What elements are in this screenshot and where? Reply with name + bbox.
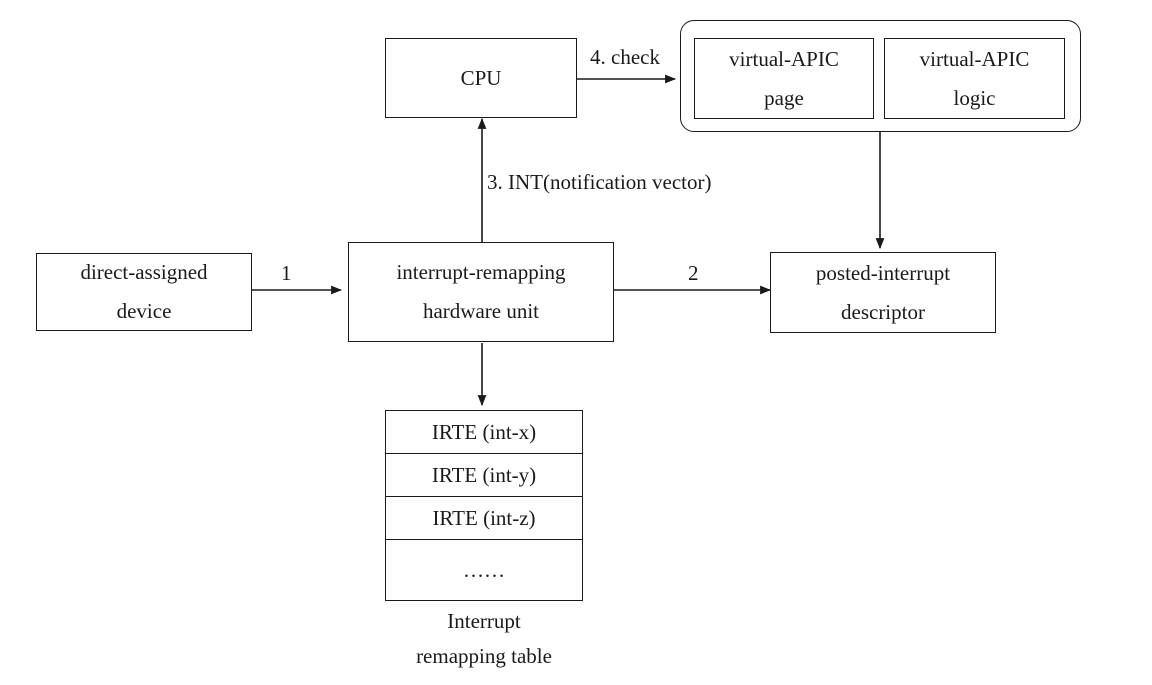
posted-interrupt-descriptor-box: posted-interrupt descriptor — [770, 252, 996, 333]
table-row: IRTE (int-x) — [386, 411, 582, 454]
descriptor-line-1: posted-interrupt — [815, 260, 951, 285]
step-3-label: 3. INT(notification vector) — [487, 170, 712, 194]
device-line-2: device — [116, 299, 172, 323]
step-2-label: 2 — [688, 261, 699, 285]
interrupt-remapping-unit-box: interrupt-remapping hardware unit — [348, 242, 614, 342]
cpu-box: CPU — [385, 38, 577, 118]
virtual-apic-logic-box: virtual-APIC logic — [884, 38, 1065, 119]
remap-unit-line-1: interrupt-remapping — [396, 260, 566, 284]
table-row-ellipsis: …… — [463, 557, 505, 582]
virtual-apic-logic-line-1: virtual-APIC — [919, 46, 1030, 71]
virtual-apic-logic-line-2: logic — [953, 85, 996, 110]
virtual-apic-page-line-2: page — [764, 85, 804, 110]
table-row: IRTE (int-z) — [386, 497, 582, 540]
step-1-label: 1 — [281, 261, 292, 285]
device-line-1: direct-assigned — [80, 260, 208, 284]
remap-unit-line-2: hardware unit — [422, 299, 540, 323]
direct-assigned-device-box: direct-assigned device — [36, 253, 252, 331]
table-row: IRTE (int-y) — [386, 454, 582, 497]
interrupt-remapping-table: IRTE (int-x) IRTE (int-y) IRTE (int-z) …… — [385, 410, 583, 601]
virtual-apic-page-line-1: virtual-APIC — [729, 46, 839, 71]
step-4-label: 4. check — [590, 45, 660, 69]
cpu-label: CPU — [460, 65, 502, 90]
virtual-apic-page-box: virtual-APIC page — [694, 38, 874, 119]
table-caption: Interrupt remapping table — [385, 604, 583, 674]
table-caption-line-2: remapping table — [416, 644, 552, 668]
table-caption-line-1: Interrupt — [447, 609, 521, 633]
descriptor-line-2: descriptor — [841, 299, 925, 324]
